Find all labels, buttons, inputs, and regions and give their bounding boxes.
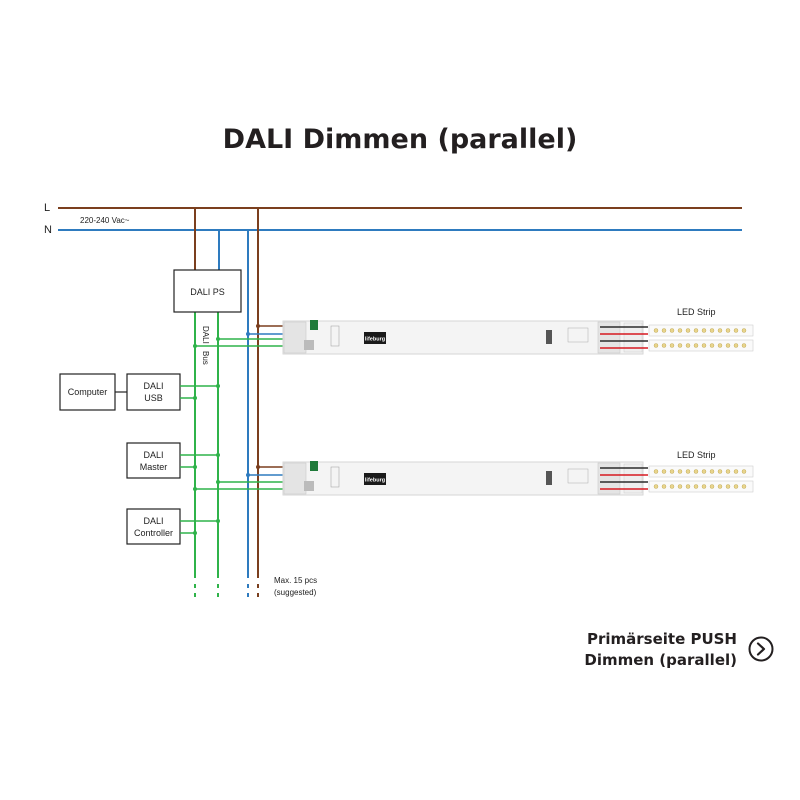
driver1-output-wires — [600, 326, 648, 349]
dali-ps-label: DALI PS — [190, 287, 225, 297]
led-strip-1 — [648, 324, 754, 352]
dali-master-box — [126, 442, 181, 479]
driver2-brand-text: lifeburg — [365, 478, 385, 484]
voltage-label: 220-240 Vac~ — [80, 216, 130, 225]
dali-controller-box — [126, 508, 181, 545]
dali-master-label-2: Master — [140, 462, 168, 472]
led-driver-2: lifeburg — [282, 461, 644, 496]
max-drivers-note-1: Max. 15 pcs — [274, 576, 317, 585]
led-strip-label-1: LED Strip — [677, 307, 716, 317]
dali-bus-label-2: Bus — [201, 351, 210, 365]
computer-box — [59, 373, 116, 411]
push-link-line-1: Primärseite PUSH — [586, 630, 737, 648]
driver1-brand-text: lifeburg — [365, 337, 385, 343]
led-driver-1: lifeburg — [282, 320, 644, 355]
led-strip-2 — [648, 465, 754, 493]
junction-dots — [193, 337, 220, 535]
driver2-input-terminal — [283, 462, 307, 495]
push-link-text[interactable]: Primärseite PUSH Dimmen (parallel) — [584, 629, 737, 671]
chevron-right-circle-icon[interactable] — [748, 636, 774, 662]
driver1-output-terminal — [597, 321, 621, 354]
dali-controller-label-2: Controller — [134, 528, 173, 538]
dali-usb-label-2: USB — [144, 393, 163, 403]
dali-usb-box — [126, 373, 181, 411]
dali-ps-box — [173, 269, 242, 313]
max-drivers-note-2: (suggested) — [274, 588, 317, 597]
driver2-output-wires — [600, 467, 648, 490]
push-link-line-2: Dimmen (parallel) — [584, 651, 737, 669]
led-strip-label-2: LED Strip — [677, 450, 716, 460]
l-label: L — [44, 202, 50, 214]
dali-usb-label-1: DALI — [143, 381, 163, 391]
driver1-input-terminal — [283, 321, 307, 354]
driver2-brand-label — [364, 473, 386, 485]
dali-bus-label: DALI — [201, 326, 210, 344]
dali-controller-label-1: DALI — [143, 516, 163, 526]
page-title: DALI Dimmen (parallel) — [222, 124, 578, 155]
driver1-brand-label — [364, 332, 386, 344]
computer-label: Computer — [68, 387, 108, 397]
primary-push-dimming-link[interactable]: Primärseite PUSH Dimmen (parallel) — [584, 629, 790, 673]
driver2-output-terminal — [597, 462, 621, 495]
dali-master-label-1: DALI — [143, 450, 163, 460]
n-label: N — [44, 224, 52, 236]
